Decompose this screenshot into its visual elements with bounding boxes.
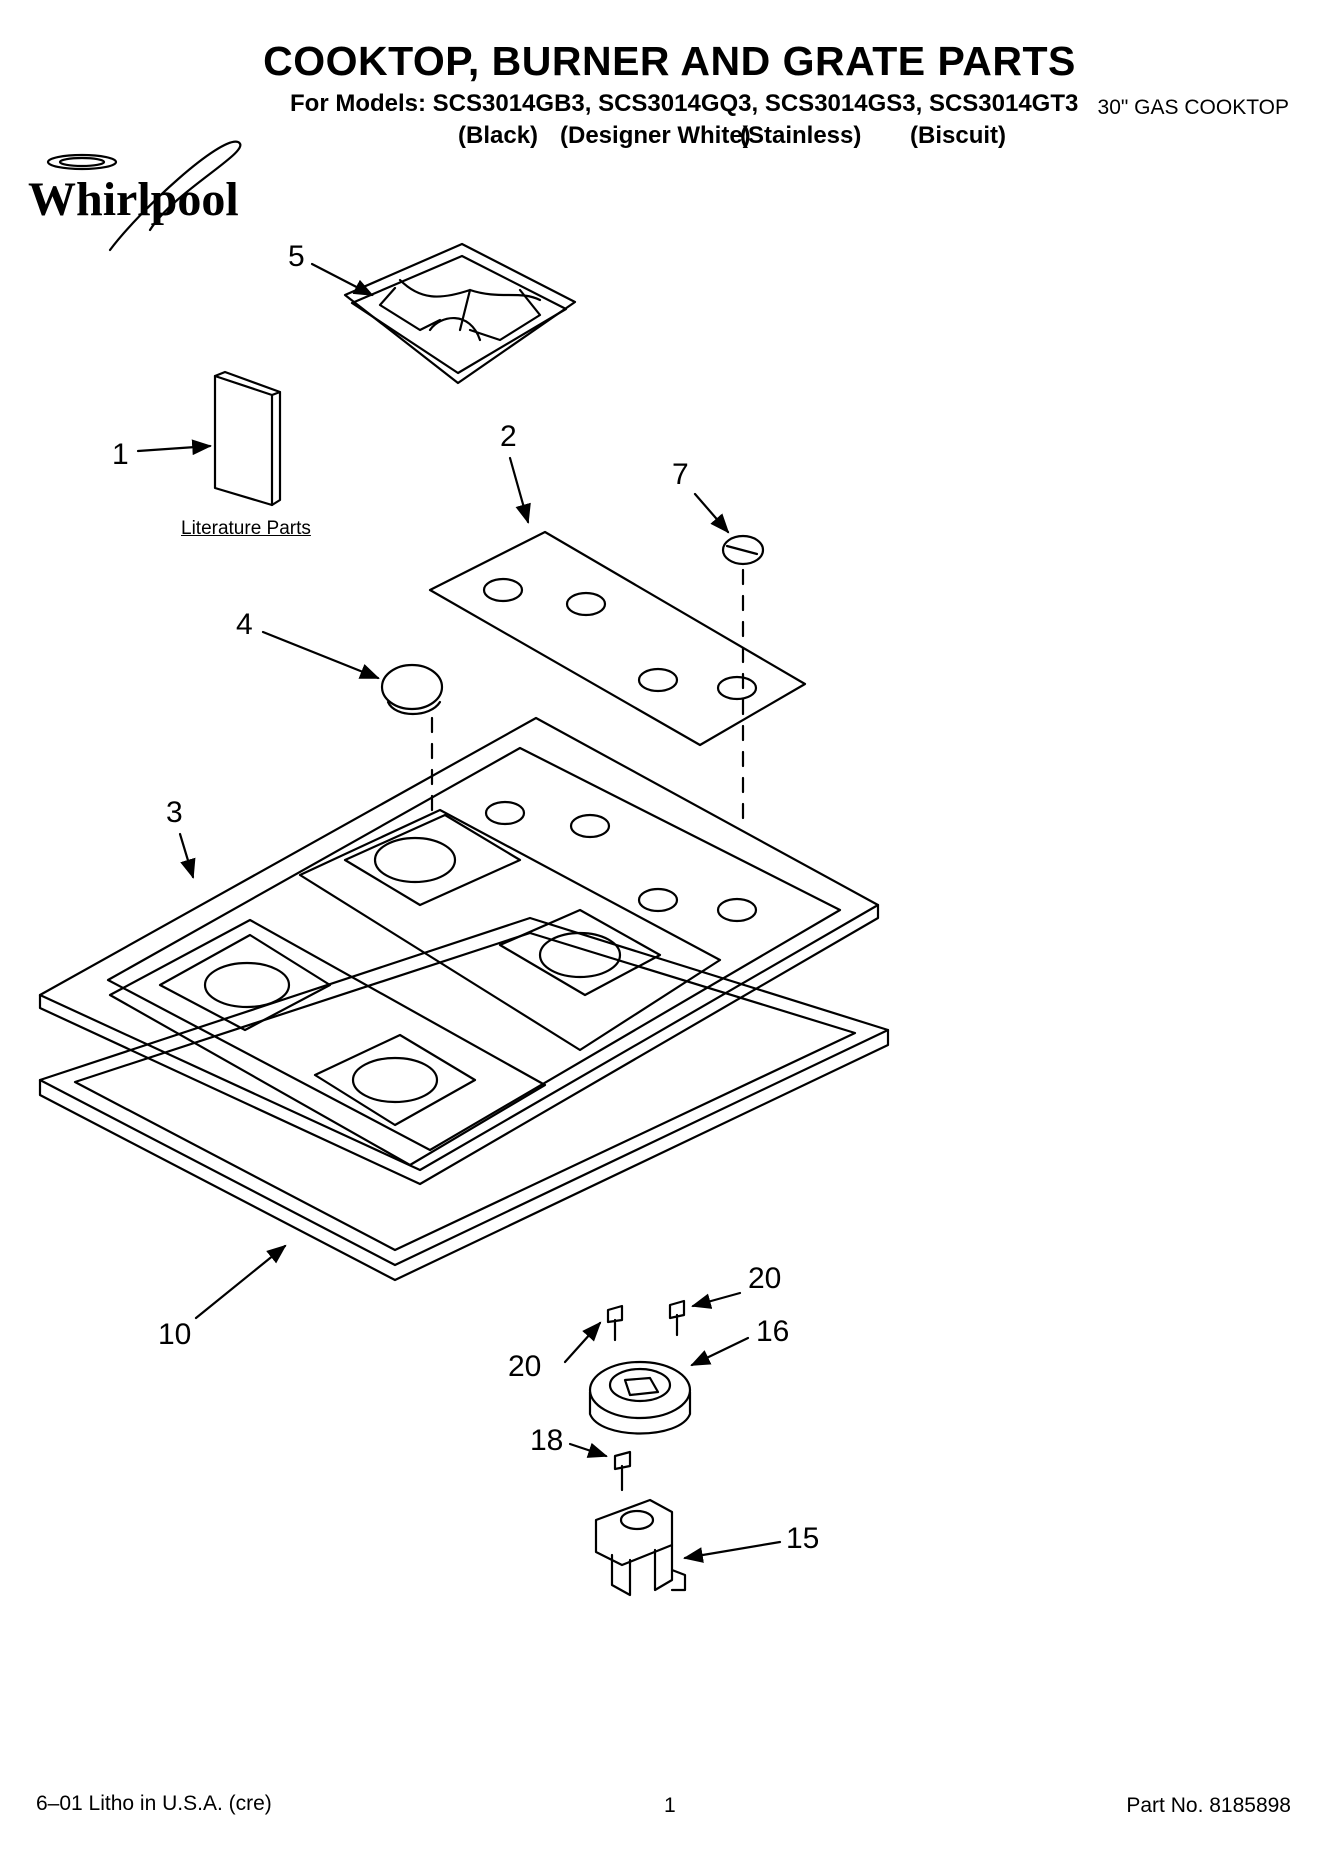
litho-note: 6–01 Litho in U.S.A. (cre) xyxy=(36,1792,272,1815)
part-screw-18 xyxy=(613,1450,632,1492)
page-number: 1 xyxy=(664,1794,676,1817)
part-literature xyxy=(213,370,282,507)
callout-7: 7 xyxy=(672,458,689,491)
callout-leaders xyxy=(136,262,782,1563)
part-grate xyxy=(343,242,577,385)
callout-15: 15 xyxy=(786,1522,820,1555)
callout-10: 10 xyxy=(158,1318,192,1351)
color-stainless: (Stainless) xyxy=(740,122,862,149)
callout-18: 18 xyxy=(530,1424,564,1457)
color-biscuit: (Biscuit) xyxy=(910,122,1006,149)
part-screws-20 xyxy=(606,1299,686,1342)
appliance-subtitle: 30" GAS COOKTOP xyxy=(1097,96,1289,119)
part-knob xyxy=(721,534,765,832)
whirlpool-logo-text: Whirlpool xyxy=(28,173,239,226)
callout-5: 5 xyxy=(288,240,305,273)
part-cooktop xyxy=(38,716,880,1186)
callout-16: 16 xyxy=(756,1315,790,1348)
whirlpool-logo-mark xyxy=(46,140,242,252)
part-number: Part No. 8185898 xyxy=(1126,1794,1291,1817)
color-black: (Black) xyxy=(458,122,539,149)
callout-1: 1 xyxy=(112,438,129,471)
callout-20-lower: 20 xyxy=(508,1350,542,1383)
part-burner-cap xyxy=(380,663,444,812)
page-title: COOKTOP, BURNER AND GRATE PARTS xyxy=(263,38,1076,84)
color-designer-white: (Designer White) xyxy=(560,122,751,149)
callout-2: 2 xyxy=(500,420,517,453)
callout-4: 4 xyxy=(236,608,253,641)
part-valve xyxy=(594,1498,687,1597)
literature-parts-label: Literature Parts xyxy=(181,518,311,539)
models-line: For Models: SCS3014GB3, SCS3014GQ3, SCS3… xyxy=(290,90,1079,117)
part-control-panel xyxy=(428,530,807,747)
callout-3: 3 xyxy=(166,796,183,829)
callout-20-upper: 20 xyxy=(748,1262,782,1295)
part-burner-base xyxy=(588,1360,692,1435)
part-gasket xyxy=(38,916,890,1282)
